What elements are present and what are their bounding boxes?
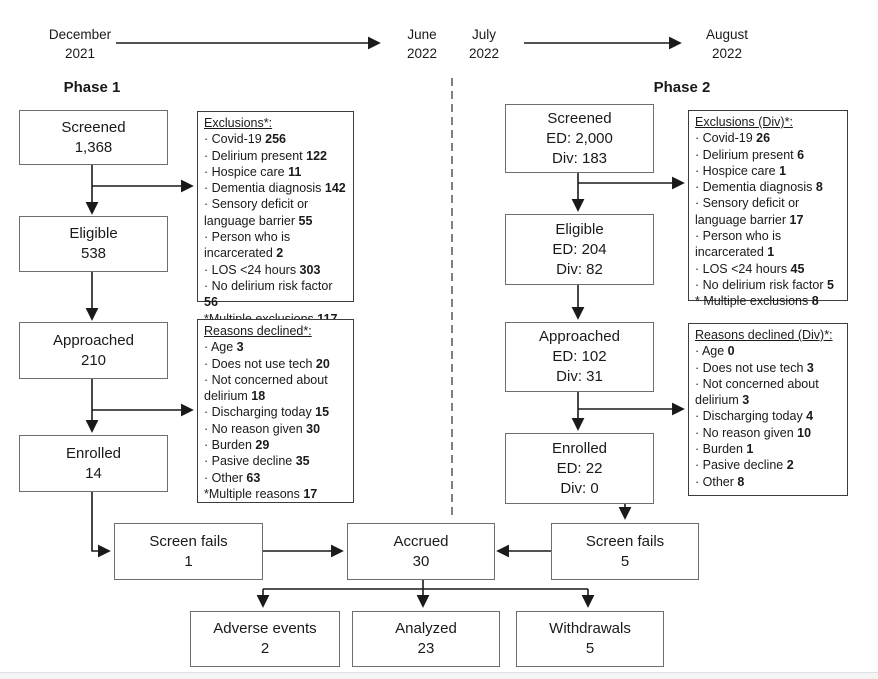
- list-item: · Covid-19 26: [695, 131, 771, 146]
- list-item: · LOS <24 hours 303: [204, 262, 321, 277]
- exclusions-phase1-list: · Covid-19 256· Delirium present 122· Ho…: [204, 131, 348, 327]
- list-item: · No reason given 10: [695, 425, 812, 440]
- list-item: · Pasive decline 2: [695, 458, 794, 473]
- list-item: · Other 63: [204, 470, 261, 485]
- timeline-start-phase1: December 2021: [48, 27, 112, 61]
- reasons-declined-phase2-title: Reasons declined (Div)*:: [695, 328, 833, 342]
- box-accrued: Accrued 30: [347, 523, 495, 580]
- phase2-title: Phase 2: [653, 79, 711, 96]
- box-eligible-phase2: Eligible ED: 204 Div: 82: [505, 214, 654, 285]
- box-approached-phase2: Approached ED: 102 Div: 31: [505, 322, 654, 392]
- list-item: *Multiple reasons 17: [204, 486, 318, 501]
- exclusions-phase2-title: Exclusions (Div)*:: [695, 115, 793, 129]
- list-item: · Covid-19 256: [204, 132, 286, 147]
- list-item: · Hospice care 11: [204, 164, 302, 179]
- list-item: · Pasive decline 35: [204, 454, 310, 469]
- phase1-title: Phase 1: [63, 79, 121, 96]
- list-item: · Not concerned about delirium 3: [695, 376, 819, 408]
- list-item: · LOS <24 hours 45: [695, 261, 805, 276]
- reasons-declined-phase2-list: · Age 0· Does not use tech 3· Not concer…: [695, 343, 842, 490]
- box-enrolled-phase2: Enrolled ED: 22 Div: 0: [505, 433, 654, 504]
- list-item: * Multiple exclusions 8: [695, 294, 819, 309]
- box-withdrawals: Withdrawals 5: [516, 611, 664, 667]
- box-screen-fails-phase1: Screen fails 1: [114, 523, 263, 580]
- box-adverse-events: Adverse events 2: [190, 611, 340, 667]
- box-eligible-phase1: Eligible 538: [19, 216, 168, 272]
- timeline-end-phase1: June 2022: [406, 27, 438, 61]
- timeline-end-phase2: August 2022: [705, 27, 749, 61]
- box-screened-phase1: Screened 1,368: [19, 110, 168, 165]
- list-item: · Age 3: [204, 340, 244, 355]
- exclusions-phase1-title: Exclusions*:: [204, 116, 273, 130]
- timeline-start-phase2: July 2022: [468, 27, 500, 61]
- box-approached-phase1: Approached 210: [19, 322, 168, 379]
- box-reasons-declined-phase1: Reasons declined*: · Age 3· Does not use…: [197, 319, 354, 503]
- list-item: · Burden 29: [204, 438, 270, 453]
- box-reasons-declined-phase2: Reasons declined (Div)*: · Age 0· Does n…: [688, 323, 848, 496]
- list-item: · Sensory deficit or language barrier 55: [204, 197, 313, 228]
- box-exclusions-phase2: Exclusions (Div)*: · Covid-19 26· Deliri…: [688, 110, 848, 308]
- window-bottom-edge: [0, 672, 878, 679]
- box-enrolled-phase1: Enrolled 14: [19, 435, 168, 492]
- list-item: · Other 8: [695, 474, 745, 489]
- box-screened-phase2: Screened ED: 2,000 Div: 183: [505, 104, 654, 173]
- list-item: · Person who is incarcerated 1: [695, 229, 782, 260]
- box-screen-fails-phase2: Screen fails 5: [551, 523, 699, 580]
- list-item: · No delirium risk factor 5: [695, 277, 834, 292]
- list-item: · Delirium present 6: [695, 147, 805, 162]
- list-item: · Age 0: [695, 344, 735, 359]
- reasons-declined-phase1-list: · Age 3· Does not use tech 20· Not conce…: [204, 339, 348, 502]
- reasons-declined-phase1-title: Reasons declined*:: [204, 324, 312, 338]
- list-item: · No reason given 30: [204, 421, 321, 436]
- list-item: · Not concerned about delirium 18: [204, 372, 328, 404]
- list-item: · Hospice care 1: [695, 163, 787, 178]
- list-item: · Burden 1: [695, 442, 754, 457]
- list-item: · Person who is incarcerated 2: [204, 230, 291, 261]
- box-exclusions-phase1: Exclusions*: · Covid-19 256· Delirium pr…: [197, 111, 354, 326]
- list-item: · Discharging today 15: [204, 405, 330, 420]
- list-item: · Discharging today 4: [695, 409, 814, 424]
- list-item: · Does not use tech 3: [695, 360, 814, 375]
- list-item: · No delirium risk factor 56: [204, 278, 333, 310]
- box-analyzed: Analyzed 23: [352, 611, 500, 667]
- list-item: · Dementia diagnosis 142: [204, 181, 346, 196]
- list-item: · Does not use tech 20: [204, 356, 330, 371]
- list-item: · Sensory deficit or language barrier 17: [695, 196, 804, 227]
- list-item: · Delirium present 122: [204, 148, 327, 163]
- exclusions-phase2-list: · Covid-19 26· Delirium present 6· Hospi…: [695, 130, 842, 309]
- list-item: · Dementia diagnosis 8: [695, 180, 823, 195]
